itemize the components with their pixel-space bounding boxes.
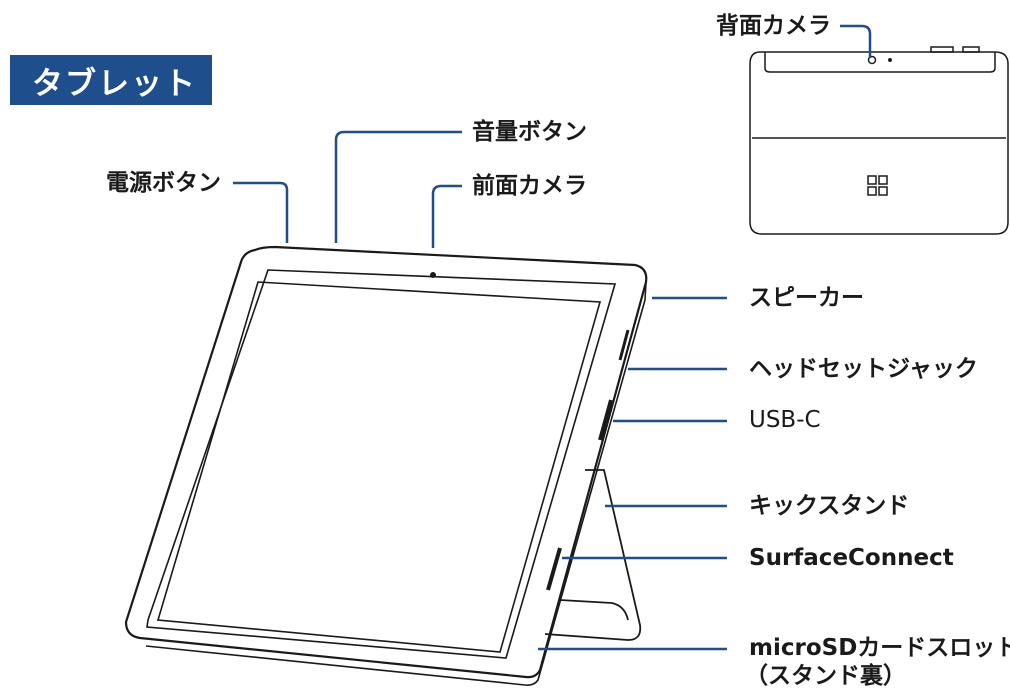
power-button-label: 電源ボタン [106, 170, 221, 196]
kickstand [544, 469, 642, 641]
windows-logo-icon [867, 175, 888, 196]
rear-camera-label: 背面カメラ [716, 13, 831, 39]
speaker-label: スピーカー [749, 285, 864, 311]
microsd-slot-label: microSDカードスロット [749, 635, 1010, 661]
section-title: タブレット [10, 55, 212, 105]
kickstand-label: キックスタンド [749, 493, 910, 519]
leader-lines [233, 24, 872, 651]
usb-c-label: USB-C [749, 407, 821, 433]
volume-button-label: 音量ボタン [472, 119, 587, 145]
tablet-rear-view [749, 46, 1009, 235]
tablet-front-view [124, 245, 648, 686]
front-camera-label: 前面カメラ [472, 173, 587, 199]
microsd-slot-note: （スタンド裏） [745, 663, 906, 689]
headset-jack-label: ヘッドセットジャック [749, 356, 978, 382]
surface-connect-label: SurfaceConnect [749, 545, 954, 571]
